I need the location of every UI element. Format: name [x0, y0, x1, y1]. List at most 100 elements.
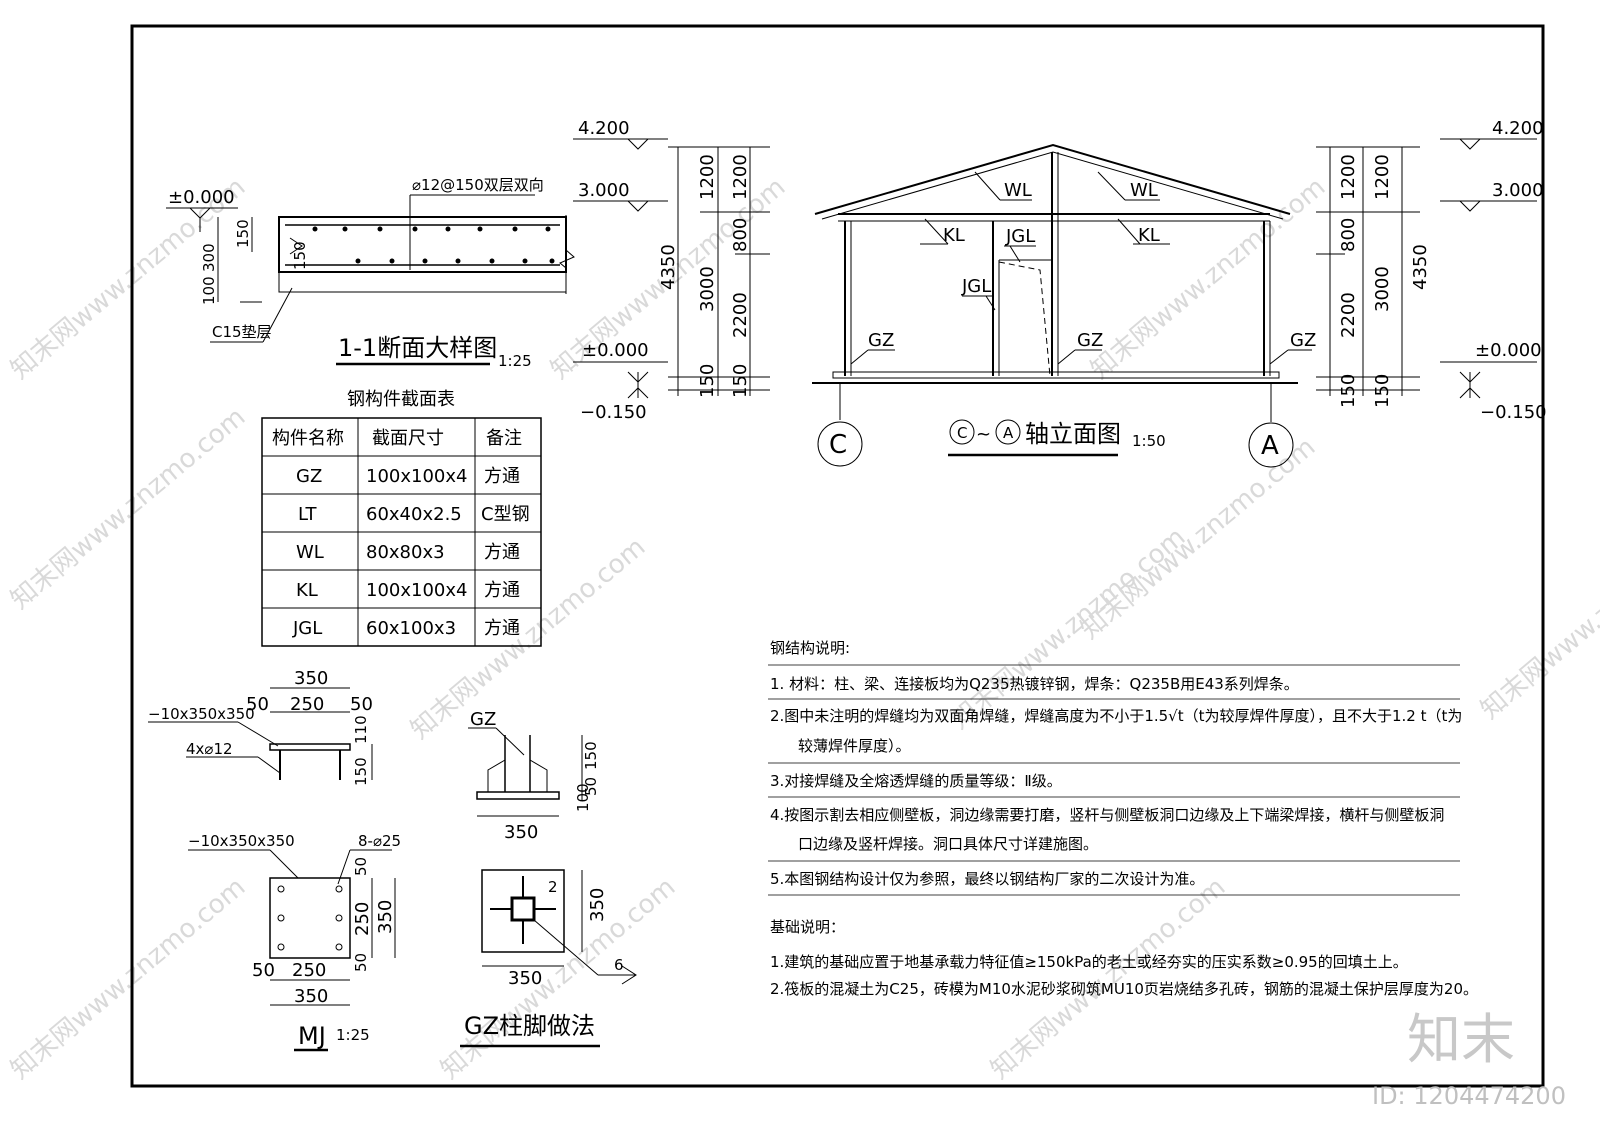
dim-label: 350 — [294, 668, 328, 689]
dim-label: 1200 — [1372, 154, 1393, 200]
bolt-label: 4x⌀12 — [186, 740, 233, 758]
table-cell: LT — [298, 504, 318, 525]
watermark-text: 知末网www.znzmo.com — [435, 872, 681, 1085]
dim-label: 50 — [352, 857, 370, 876]
table-cell: JGL — [292, 618, 322, 639]
table-cell: WL — [296, 542, 324, 563]
level-label: ±0.000 — [582, 340, 649, 361]
member-label: JGL — [961, 276, 991, 297]
steel-note-item: 2.图中未注明的焊缝均为双面角焊缝，焊缝高度为不小于1.5√t（t为较厚焊件厚度… — [770, 707, 1462, 725]
level-label: 4.200 — [578, 118, 630, 139]
mj-detail: −10x350x350 4x⌀12 350 50 250 50 110 150 … — [148, 668, 401, 1052]
dim-label: 100 — [574, 783, 592, 812]
watermark-text: 知末网www.znzmo.com — [985, 872, 1231, 1085]
table-cell: KL — [296, 580, 318, 601]
cushion-label: C15垫层 — [212, 323, 272, 341]
dim-label: 150 — [697, 364, 718, 398]
gz-foot-detail: GZ 350 150 100 50 350 350 2 6 GZ柱脚做法 — [460, 709, 637, 1048]
table-cell: 60x100x3 — [366, 618, 456, 639]
member-label: WL — [1130, 180, 1158, 201]
dim-label: 1200 — [730, 154, 751, 200]
dim-label: 350 — [508, 968, 542, 989]
level-label: 3.000 — [578, 180, 630, 201]
level-label: −0.150 — [580, 402, 647, 423]
table-header: 截面尺寸 — [372, 428, 444, 449]
foot-plate — [481, 869, 565, 953]
dim-label: 1200 — [1338, 154, 1359, 200]
rebar-note: ⌀12@150双层双向 — [412, 176, 544, 194]
watermark-layer: 知末网www.znzmo.com 知末网www.znzmo.com 知末网www… — [5, 172, 1600, 1085]
member-label: WL — [1004, 180, 1032, 201]
axis-bubble-c — [817, 421, 863, 467]
dim-label: 800 — [730, 218, 751, 252]
dim-label: 4350 — [658, 244, 679, 290]
dim-label: 100 — [200, 276, 218, 305]
steel-note-item: 较薄焊件厚度）。 — [798, 737, 911, 755]
dim-label: 250 — [292, 960, 326, 981]
dim-label: 150 — [1372, 374, 1393, 408]
table-cell: 方通 — [484, 542, 520, 563]
table-header: 构件名称 — [272, 428, 344, 449]
dim-label: 3000 — [1372, 266, 1393, 312]
level-label: −0.150 — [1480, 402, 1547, 423]
dim-label: 350 — [587, 888, 608, 922]
section-detail: ±0.000 ⌀12@150双层双向 150 300 100 150 — [166, 176, 575, 370]
table-cell: 100x100x4 — [366, 466, 467, 487]
axis-bubble-a — [1248, 422, 1294, 468]
title-axis: C — [957, 424, 967, 442]
table-header: 备注 — [486, 428, 522, 449]
watermark-text: 知末网www.znzmo.com — [1085, 172, 1331, 385]
member-label: JGL — [1005, 226, 1035, 247]
elev-zero: ±0.000 — [168, 187, 235, 208]
dim-label: 150 — [730, 364, 751, 398]
elevation-title: 轴立面图 — [1025, 420, 1121, 448]
elevation-drawing: 4.200 3.000 ±0.000 −0.150 4350 1200 3000… — [573, 118, 1547, 468]
table-cell: 方通 — [484, 618, 520, 639]
plate-label: −10x350x350 — [188, 832, 295, 850]
table-cell: 80x80x3 — [366, 542, 445, 563]
dim-label: 2200 — [730, 292, 751, 338]
section-title: 1-1断面大样图 — [338, 334, 497, 362]
dim-label: 350 — [375, 900, 396, 934]
steel-note-item: 4.按图示割去相应侧壁板，洞边缘需要打磨，竖杆与侧壁板洞口边缘及上下端梁焊接，横… — [770, 806, 1444, 824]
member-label: GZ — [1077, 330, 1103, 351]
title-join: ~ — [976, 424, 991, 445]
dim-label: 150 — [1338, 374, 1359, 408]
dim-label: 50 — [352, 953, 370, 972]
steel-note-item: 1. 材料：柱、梁、连接板均为Q235热镀锌钢，焊条：Q235B用E43系列焊条… — [770, 675, 1299, 693]
found-note-item: 2.筏板的混凝土为C25，砖模为M10水泥砂浆砌筑MU10页岩烧结多孔砖，钢筋的… — [770, 980, 1478, 998]
rebar-dots — [312, 226, 555, 264]
steel-note-item: 5.本图钢结构设计仅为参照，最终以钢结构厂家的二次设计为准。 — [770, 870, 1204, 888]
watermark-id: ID: 1204474200 — [1372, 1082, 1566, 1110]
dim-label: 350 — [294, 986, 328, 1007]
title-axis: A — [1003, 424, 1014, 442]
dim-label: 250 — [352, 902, 373, 936]
watermark-text: 知末网www.znzmo.com — [1075, 432, 1321, 645]
table-cell: 60x40x2.5 — [366, 504, 462, 525]
steel-notes-title: 钢结构说明: — [770, 639, 850, 657]
holes-label: 8-⌀25 — [358, 832, 401, 850]
watermark-text: 知末网www.znzmo.com — [5, 872, 251, 1085]
dim-label: 50 — [246, 694, 269, 715]
table-cell: 方通 — [484, 466, 520, 487]
dim-label: 150 — [291, 241, 309, 270]
dim-label: 1200 — [697, 154, 718, 200]
table-cell: C型钢 — [481, 504, 530, 525]
watermark-logo: 知末 — [1407, 1008, 1515, 1071]
level-label: ±0.000 — [1475, 340, 1542, 361]
elevation-scale: 1:50 — [1132, 432, 1166, 450]
steel-note-item: 口边缘及竖杆焊接。洞口具体尺寸详建施图。 — [798, 835, 1098, 853]
dim-label: 350 — [504, 822, 538, 843]
dim-label: 4350 — [1410, 244, 1431, 290]
member-label: GZ — [1290, 330, 1316, 351]
dim-label: 150 — [234, 219, 252, 248]
watermark-text: 知末网www.znzmo.com — [5, 402, 251, 615]
table-cell: 方通 — [484, 580, 520, 601]
dim-label: 50 — [350, 694, 373, 715]
member-label: KL — [1138, 225, 1160, 246]
gz-label: GZ — [470, 709, 496, 730]
table-cell: 100x100x4 — [366, 580, 467, 601]
dim-label: 50 — [252, 960, 275, 981]
axis-label: C — [829, 430, 847, 460]
dim-label: 800 — [1338, 218, 1359, 252]
